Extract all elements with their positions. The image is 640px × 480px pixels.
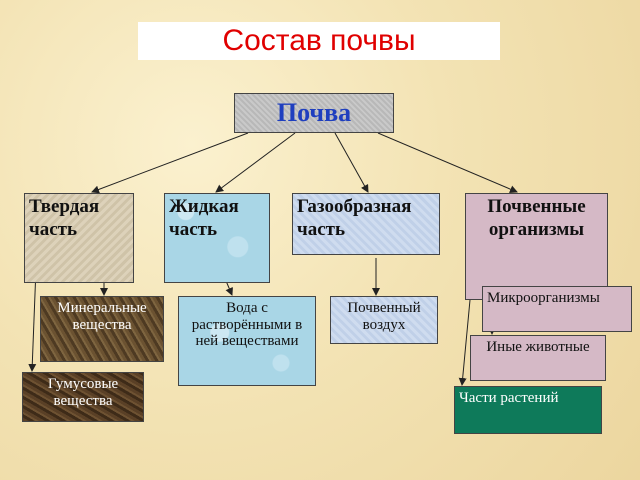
node-liquid-part: Жидкая часть: [164, 193, 270, 283]
arrow-solid-humus: [28, 267, 37, 372]
node-plant-parts: Части растений: [454, 386, 602, 434]
arrow-root-liquid: [215, 132, 296, 193]
arrow-org-plants: [458, 299, 471, 386]
node-humus-substances: Гумусовые вещества: [22, 372, 144, 422]
arrow-root-solid: [91, 132, 249, 194]
arrow-root-gas: [334, 132, 369, 193]
node-other-animals: Иные животные: [470, 335, 606, 381]
node-microorganisms: Микроорганизмы: [482, 286, 632, 332]
node-soil-organisms: Почвенные организмы: [465, 193, 608, 300]
node-gas-part: Газообразная часть: [292, 193, 440, 255]
node-water-solutions: Вода с растворёнными в ней веществами: [178, 296, 316, 386]
node-mineral-substances: Минеральные вещества: [40, 296, 164, 362]
node-soil-air: Почвенный воздух: [330, 296, 438, 344]
arrow-root-organisms: [377, 132, 518, 193]
node-solid-part: Твердая часть: [24, 193, 134, 283]
page-title: Состав почвы: [138, 22, 500, 60]
root-node: Почва: [234, 93, 394, 133]
